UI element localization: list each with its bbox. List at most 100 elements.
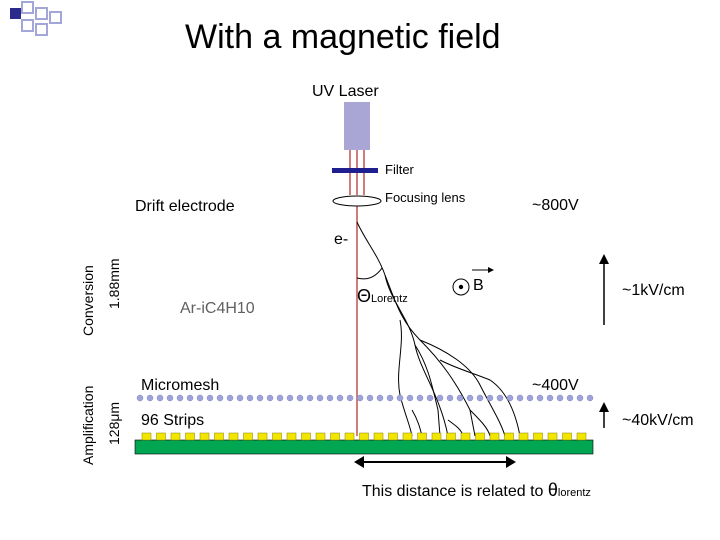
mesh-dot — [506, 394, 514, 402]
drift-field-label: ~1kV/cm — [622, 282, 685, 299]
mesh-dot — [176, 394, 184, 402]
distance-note-text: This distance is related to — [362, 483, 548, 500]
strips-label: 96 Strips — [141, 412, 205, 429]
mesh-dot — [386, 394, 394, 402]
strip-pad — [214, 432, 224, 441]
mesh-dot — [466, 394, 474, 402]
drift-electrode-label: Drift electrode — [135, 198, 235, 215]
mesh-dot — [526, 394, 534, 402]
strip-pad — [431, 432, 442, 441]
strip-pad — [315, 432, 326, 441]
uv-laser-block — [344, 102, 370, 150]
strip-pad — [286, 432, 297, 441]
distance-arrow — [354, 456, 516, 468]
mesh-dot — [416, 394, 424, 402]
mesh-dot — [276, 394, 284, 402]
mesh-dot — [146, 394, 154, 402]
mesh-dot — [216, 394, 224, 402]
mesh-dot — [496, 394, 504, 402]
strip-pad — [359, 432, 369, 441]
strip-pad — [141, 432, 152, 441]
mesh-dot — [516, 394, 524, 402]
mesh-dot — [406, 394, 414, 402]
electron-label: e- — [334, 231, 349, 248]
strip-pad — [562, 432, 572, 441]
strip-pad — [388, 432, 398, 441]
mesh-dot — [296, 394, 304, 402]
micromesh-label: Micromesh — [141, 377, 220, 394]
mesh-dot — [246, 394, 254, 402]
mesh-dot — [396, 394, 404, 402]
mesh-dot — [346, 394, 354, 402]
mesh-dot — [156, 394, 164, 402]
readout-board — [134, 439, 594, 455]
page-title: With a magnetic field — [185, 18, 501, 56]
mesh-dot — [166, 394, 174, 402]
strip-pad — [373, 432, 384, 441]
mesh-voltage-label: ~400V — [532, 377, 579, 394]
strip-pad — [301, 432, 311, 441]
strip-pad — [446, 432, 456, 441]
strip-pad — [228, 432, 239, 441]
mesh-dot — [206, 394, 214, 402]
mesh-dot — [566, 394, 574, 402]
lorentz-angle-arc — [356, 267, 383, 280]
filter-label: Filter — [385, 162, 414, 177]
theta-lorentz-label: ΘLorentz — [357, 286, 408, 307]
mesh-dot — [546, 394, 554, 402]
distance-note: This distance is related to θlorentz — [362, 480, 591, 501]
mesh-dot — [266, 394, 274, 402]
strip-pad — [199, 432, 210, 441]
amplification-label: Amplification — [80, 385, 96, 465]
mesh-dot — [186, 394, 194, 402]
mesh-dot — [366, 394, 374, 402]
strip-pad — [576, 432, 587, 441]
strip-pad — [489, 432, 500, 441]
mesh-dot — [586, 394, 594, 402]
filter-bar — [332, 168, 378, 173]
drift-voltage-label: ~800V — [532, 197, 579, 214]
mesh-dot — [376, 394, 384, 402]
focusing-lens — [332, 195, 382, 207]
b-field-dot — [458, 284, 464, 290]
mesh-dot — [196, 394, 204, 402]
mesh-dot — [536, 394, 544, 402]
mesh-dot — [256, 394, 264, 402]
mesh-dot — [476, 394, 484, 402]
strip-pads — [141, 432, 587, 441]
strip-pad — [185, 432, 195, 441]
strip-pad — [460, 432, 471, 441]
b-vector-arrowhead — [488, 267, 494, 273]
mesh-dot — [556, 394, 564, 402]
mesh-dot — [486, 394, 494, 402]
mesh-dot — [326, 394, 334, 402]
strip-pad — [272, 432, 282, 441]
strip-pad — [402, 432, 413, 441]
strip-pad — [417, 432, 427, 441]
conversion-gap-label: 1.88mm — [106, 258, 122, 309]
uv-laser-label: UV Laser — [312, 83, 379, 100]
focusing-lens-label: Focusing lens — [385, 190, 466, 205]
strip-pad — [156, 432, 166, 441]
amp-field-label: ~40kV/cm — [622, 412, 694, 429]
mesh-dot — [236, 394, 244, 402]
strip-pad — [257, 432, 268, 441]
mesh-dot — [316, 394, 324, 402]
strip-pad — [170, 432, 181, 441]
mesh-dot — [226, 394, 234, 402]
amplification-gap-label: 128μm — [106, 401, 122, 445]
field-arrow-drift — [599, 254, 609, 325]
field-arrow-amp — [599, 402, 609, 428]
mesh-dot — [446, 394, 454, 402]
micromesh-dots — [136, 394, 594, 402]
mesh-dot — [306, 394, 314, 402]
mesh-dot — [356, 394, 364, 402]
distance-theta: θ — [547, 480, 558, 500]
mesh-dot — [436, 394, 444, 402]
mesh-dot — [456, 394, 464, 402]
electron-tracks — [356, 221, 521, 437]
strip-pad — [504, 432, 514, 441]
strip-pad — [518, 432, 529, 441]
